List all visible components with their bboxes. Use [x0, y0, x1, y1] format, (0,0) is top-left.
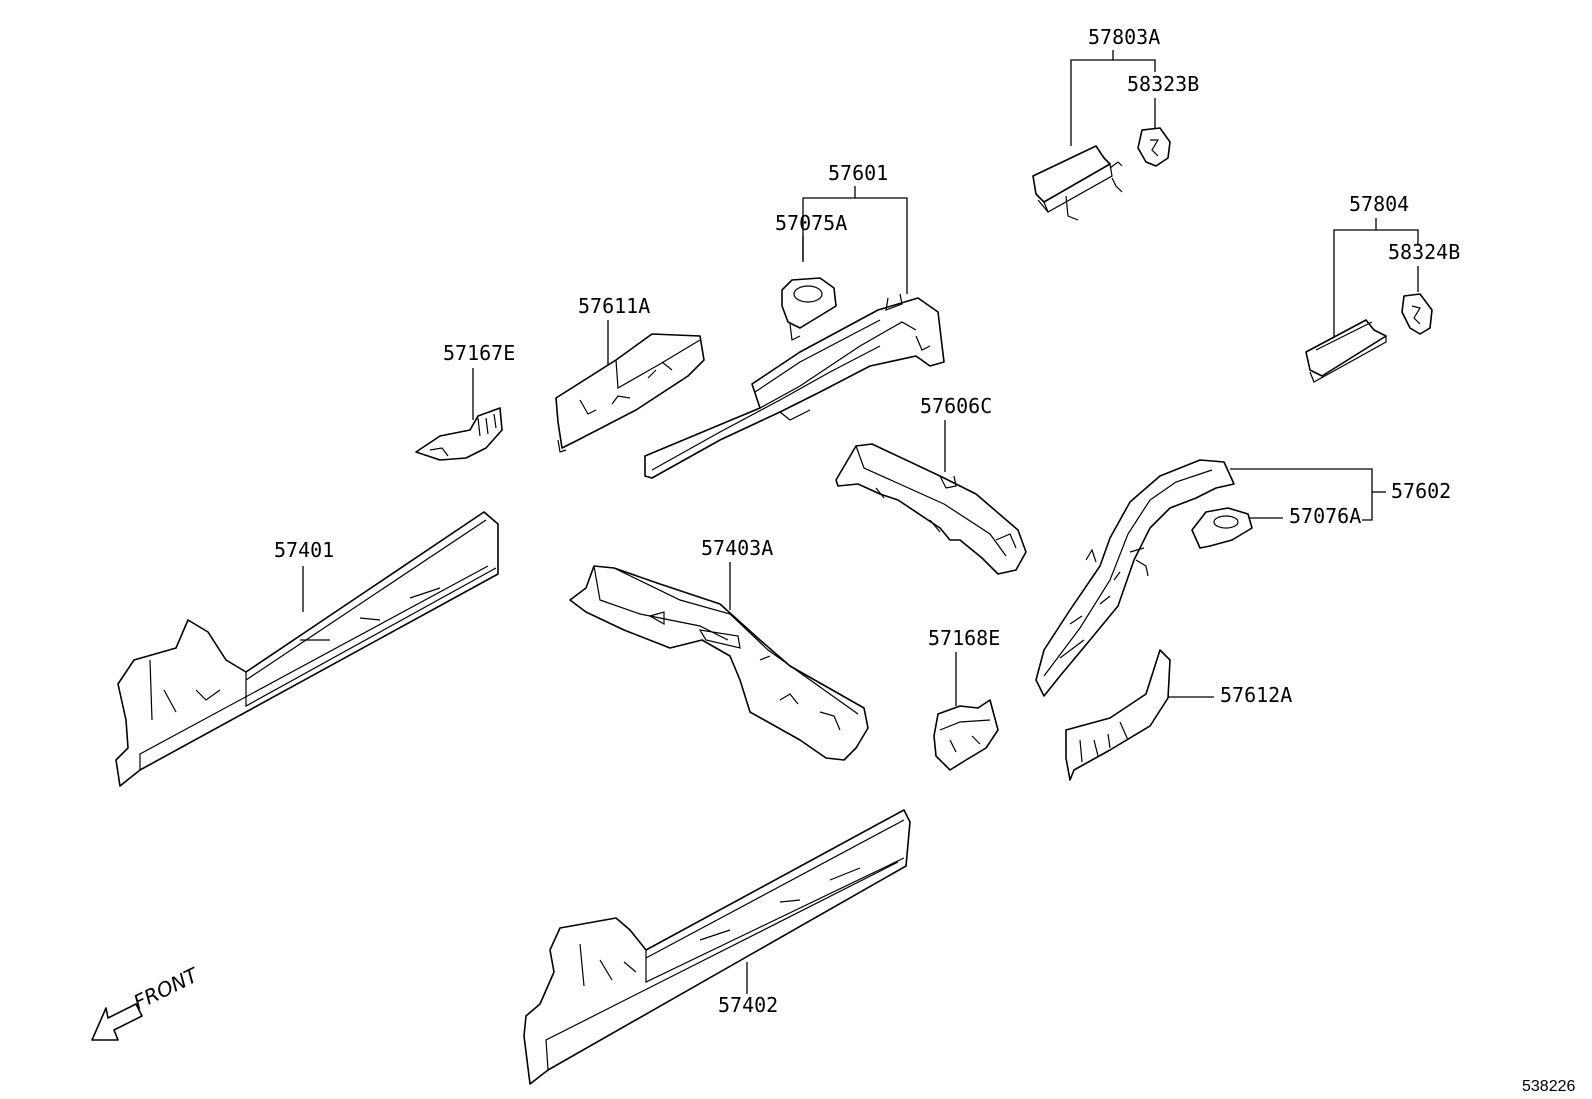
front-arrow-icon: [91, 1003, 143, 1041]
part-57167E-drawing: [415, 407, 503, 461]
part-57401-drawing: [115, 511, 499, 787]
front-label: FRONT: [130, 962, 204, 1014]
label-57076A[interactable]: 57076A: [1289, 504, 1361, 528]
part-57076A-drawing: [1191, 507, 1253, 549]
label-57402[interactable]: 57402: [718, 993, 778, 1017]
part-57602-drawing: [1035, 459, 1235, 697]
part-labels: 57803A 58323B 57601 57075A 57804 58324B …: [274, 25, 1460, 1017]
label-57611A[interactable]: 57611A: [578, 294, 650, 318]
label-57601[interactable]: 57601: [828, 161, 888, 185]
part-57403A-drawing: [569, 565, 869, 761]
label-57401[interactable]: 57401: [274, 538, 334, 562]
part-57168E-drawing: [933, 699, 999, 771]
diagram-id: 538226: [1522, 1078, 1575, 1095]
part-57075A-drawing: [781, 277, 837, 341]
label-57167E[interactable]: 57167E: [443, 341, 515, 365]
label-57606C[interactable]: 57606C: [920, 394, 992, 418]
part-57402-drawing: [523, 809, 911, 1085]
label-58323B[interactable]: 58323B: [1127, 72, 1199, 96]
label-57075A[interactable]: 57075A: [775, 211, 847, 235]
part-57601-drawing: [644, 293, 945, 479]
label-57168E[interactable]: 57168E: [928, 626, 1000, 650]
part-57804-drawing: [1305, 319, 1387, 383]
part-57803A-drawing: [1032, 145, 1123, 221]
part-57612A-drawing: [1065, 649, 1171, 781]
part-57611A-drawing: [555, 333, 705, 453]
label-57602[interactable]: 57602: [1391, 479, 1451, 503]
label-57803A[interactable]: 57803A: [1088, 25, 1160, 49]
part-57606C-drawing: [835, 443, 1027, 575]
leader-57602: [1230, 468, 1373, 521]
label-57804[interactable]: 57804: [1349, 192, 1409, 216]
label-57403A[interactable]: 57403A: [701, 536, 773, 560]
label-57612A[interactable]: 57612A: [1220, 683, 1292, 707]
leader-lines: [302, 50, 1419, 994]
front-indicator: FRONT: [91, 962, 204, 1041]
label-58324B[interactable]: 58324B: [1388, 240, 1460, 264]
